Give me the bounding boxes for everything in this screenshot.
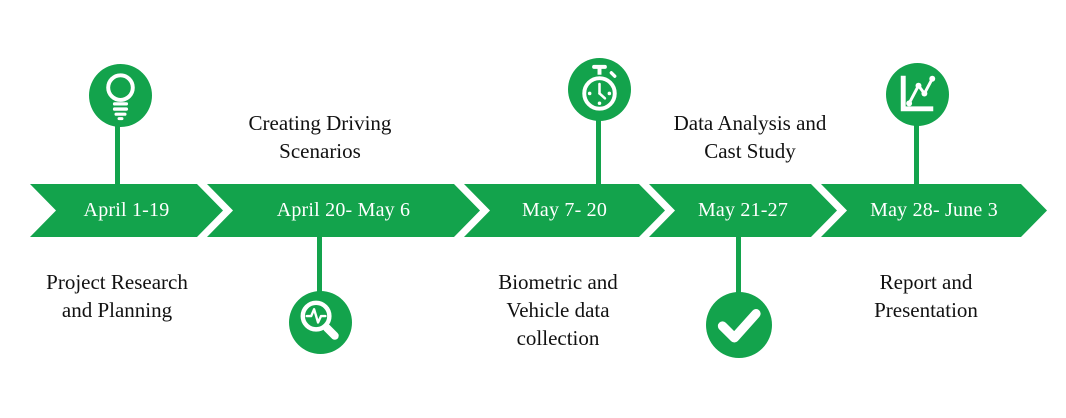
connector-stem [115,122,120,186]
timeline-segment-may-7-20: May 7- 20 [464,184,665,237]
description-line: Report and [879,270,973,294]
segment-date: April 20- May 6 [276,199,411,221]
description-creating-driving-scenarios: Creating Driving Scenarios [200,109,440,165]
magnifier-waveform-icon [289,291,352,354]
description-report-presentation: Report and Presentation [806,268,1046,324]
checkmark-icon [706,292,772,358]
description-line: Scenarios [279,139,361,163]
description-line: Cast Study [704,139,796,163]
description-line: collection [516,326,600,350]
description-line: and Planning [61,298,173,322]
lightbulb-icon [89,64,152,127]
description-line: Creating Driving [248,111,392,135]
timeline-segment-april-20-may-6: April 20- May 6 [207,184,480,237]
timeline-segment-may-28-june-3: May 28- June 3 [821,184,1047,237]
segment-date: April 1-19 [83,199,170,221]
description-line: Project Research [46,270,188,294]
connector-stem [736,235,741,296]
description-line: Data Analysis and [673,111,827,135]
description-line: Vehicle data [506,298,610,322]
description-biometric-vehicle-data: Biometric and Vehicle data collection [438,268,678,352]
timeline-segment-april-1-19: April 1-19 [30,184,223,237]
description-project-research-planning: Project Research and Planning [0,268,237,324]
segment-date: May 28- June 3 [870,199,998,221]
description-data-analysis-cast-study: Data Analysis and Cast Study [630,109,870,165]
description-line: Biometric and [498,270,618,294]
stopwatch-icon [568,58,631,121]
connector-stem [317,235,322,295]
connector-stem [914,122,919,186]
timeline-segment-may-21-27: May 21-27 [649,184,837,237]
connector-stem [596,117,601,186]
line-chart-icon [886,63,949,126]
description-line: Presentation [874,298,978,322]
segment-date: May 21-27 [697,199,789,221]
segment-date: May 7- 20 [521,199,608,221]
